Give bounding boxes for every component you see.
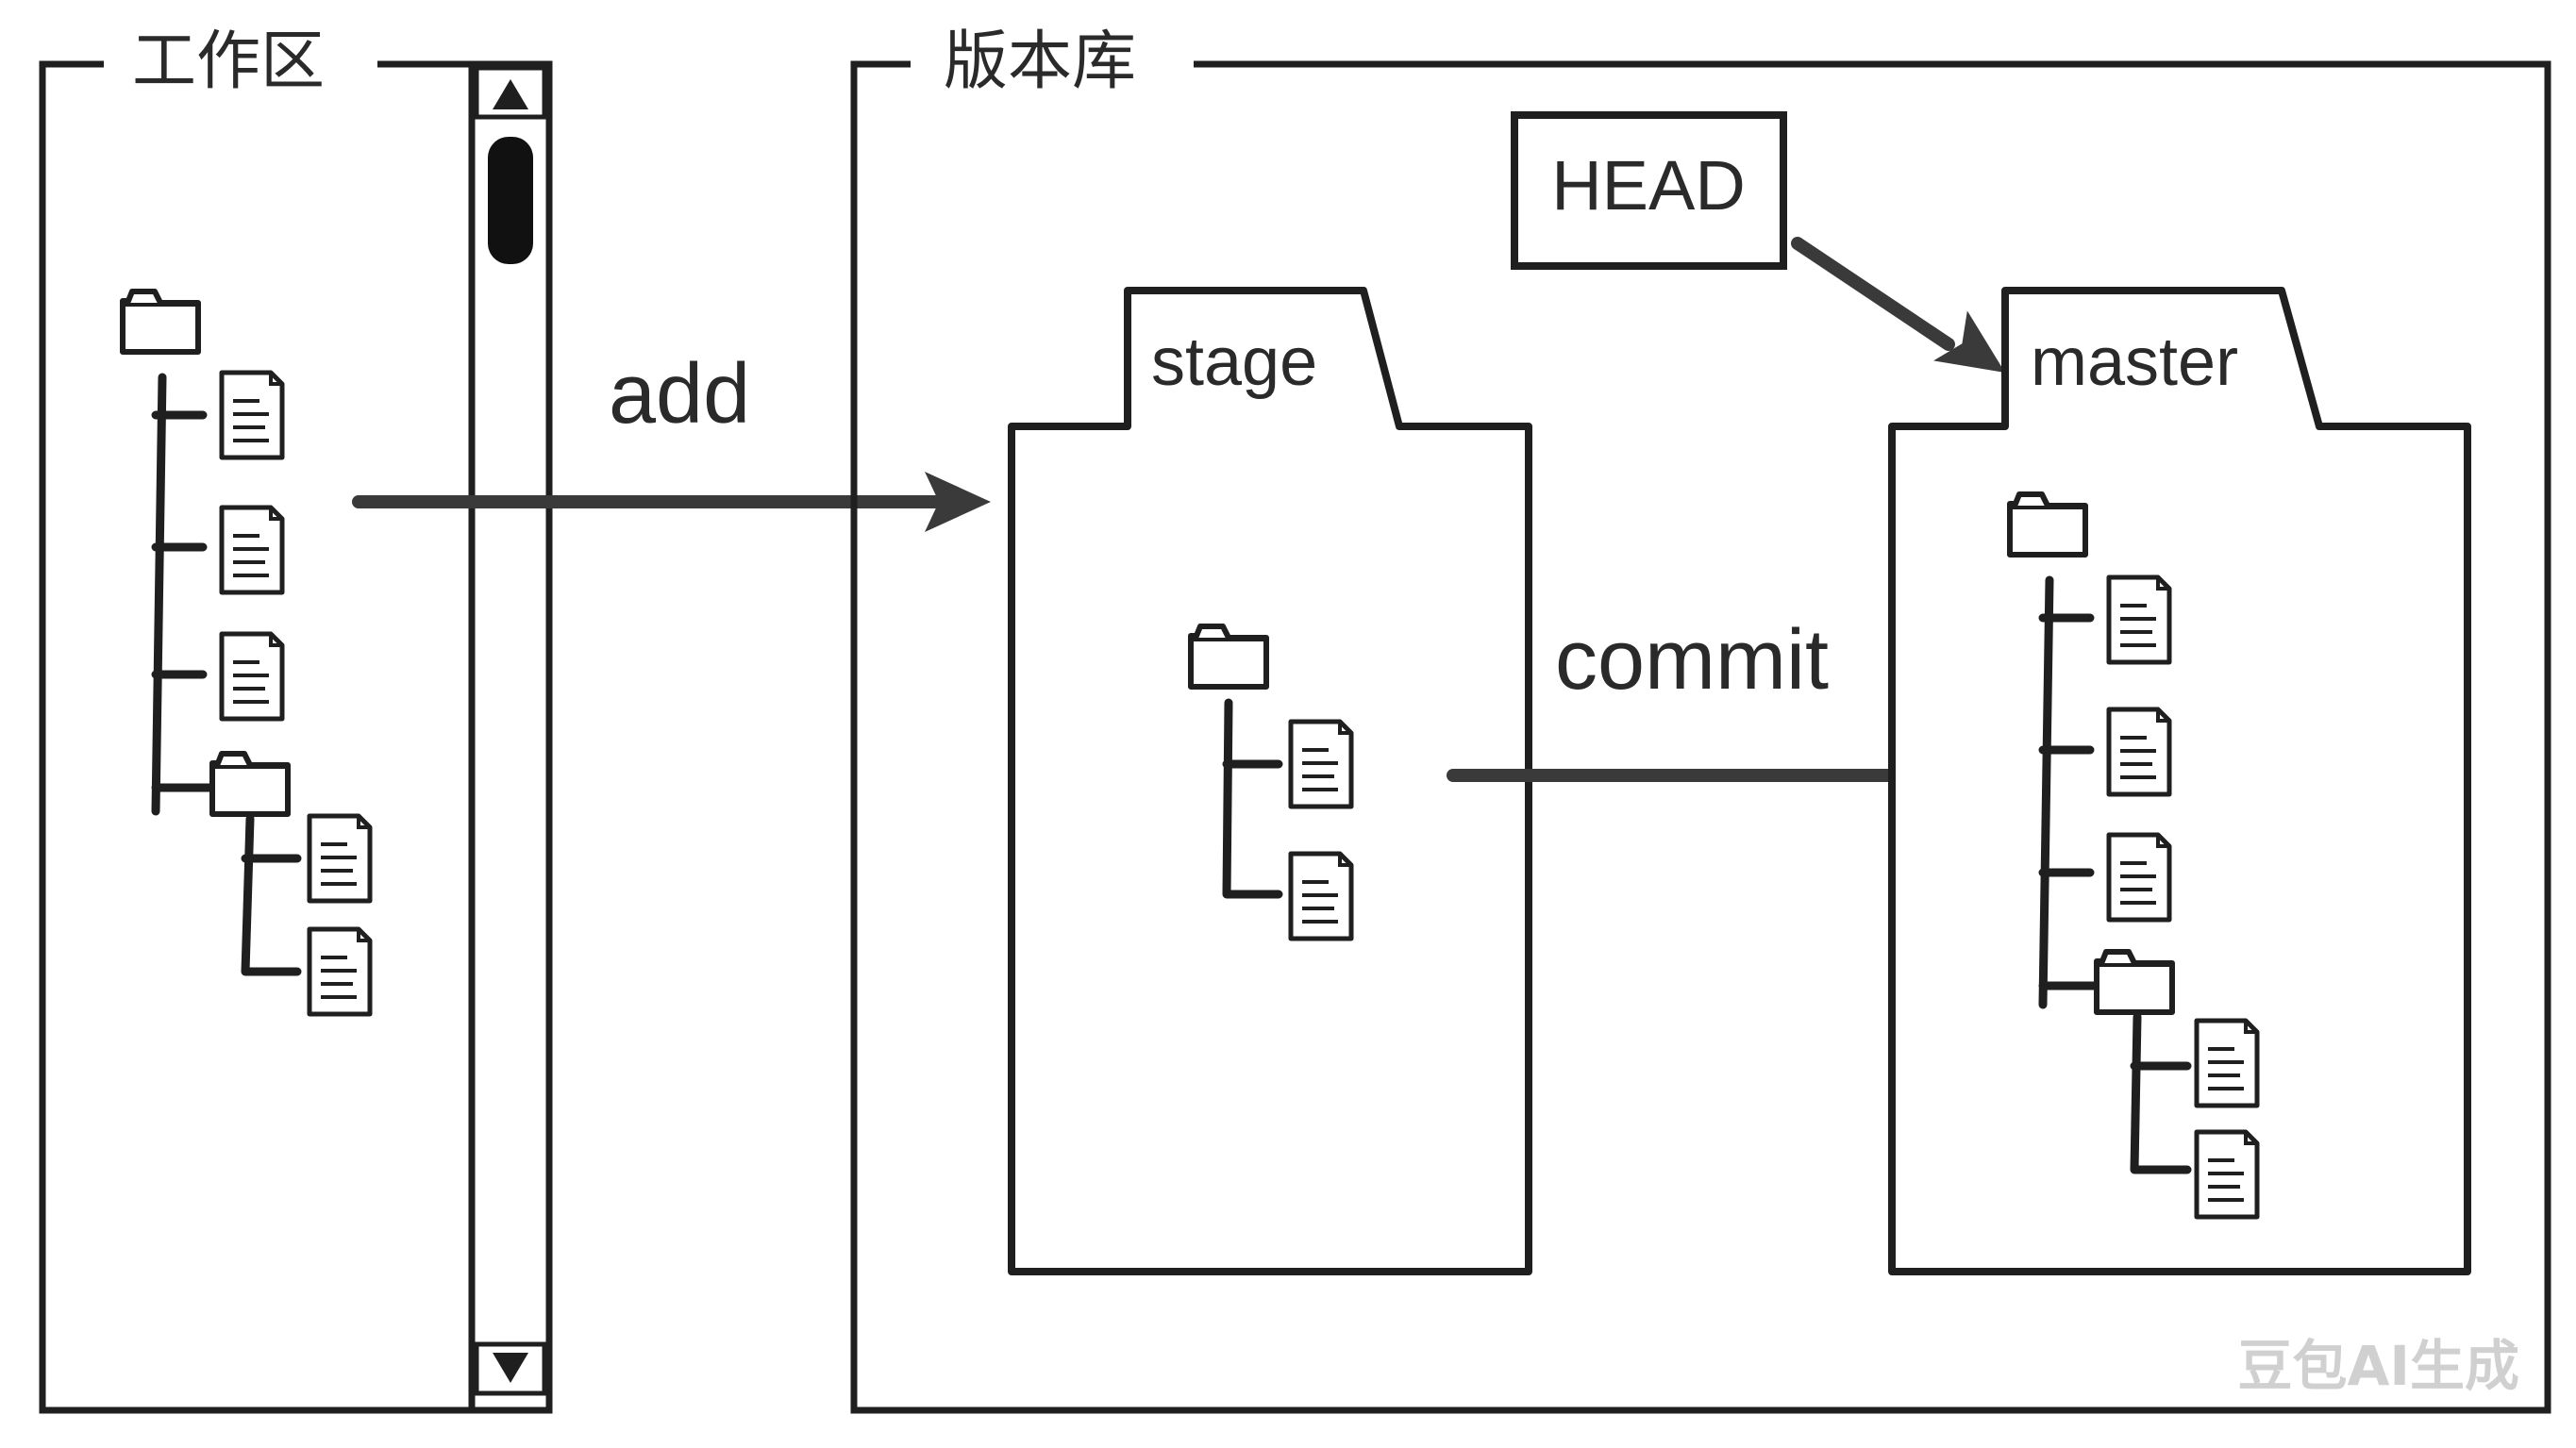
file-icon (2109, 835, 2169, 920)
scrollbar-thumb[interactable] (488, 137, 533, 264)
file-icon (2109, 577, 2169, 662)
stage-file-tree (1191, 626, 1351, 939)
file-icon (222, 508, 282, 592)
file-icon (2109, 709, 2169, 794)
scroll-down-arrow-icon[interactable] (493, 1353, 528, 1383)
file-icon (2197, 1132, 2257, 1217)
stage-area: stage (1008, 287, 1532, 1275)
file-icon (1291, 854, 1351, 939)
add-label: add (609, 347, 750, 441)
file-icon (309, 929, 370, 1014)
head-label: HEAD (1551, 146, 1746, 225)
folder-icon (2010, 494, 2085, 555)
master-label: master (2031, 325, 2238, 400)
repository-panel: 版本库 HEAD stage commit (850, 25, 2551, 1414)
folder-icon (212, 754, 288, 814)
file-icon (222, 634, 282, 719)
workspace-title: 工作区 (132, 25, 325, 99)
commit-arrow: commit (1447, 613, 2010, 806)
workspace-scrollbar[interactable] (468, 64, 553, 1410)
head-pointer: HEAD (1511, 111, 1787, 270)
watermark-text: 豆包AI生成 (2238, 1334, 2519, 1398)
workspace-panel: 工作区 (39, 25, 553, 1414)
workspace-file-tree (123, 291, 370, 1014)
folder-icon (1191, 626, 1266, 687)
file-icon (222, 373, 282, 458)
commit-label: commit (1555, 613, 1829, 707)
master-file-tree (2010, 494, 2257, 1217)
file-icon (309, 816, 370, 901)
add-arrow: add (352, 347, 991, 532)
file-icon (2197, 1021, 2257, 1106)
stage-label: stage (1151, 325, 1317, 400)
repository-title: 版本库 (944, 25, 1136, 99)
file-icon (1291, 722, 1351, 807)
folder-icon (2097, 952, 2172, 1012)
folder-icon (123, 291, 198, 352)
scroll-up-arrow-icon[interactable] (493, 79, 528, 109)
head-to-master-arrow (1791, 237, 2022, 398)
master-branch: master (1888, 287, 2471, 1275)
